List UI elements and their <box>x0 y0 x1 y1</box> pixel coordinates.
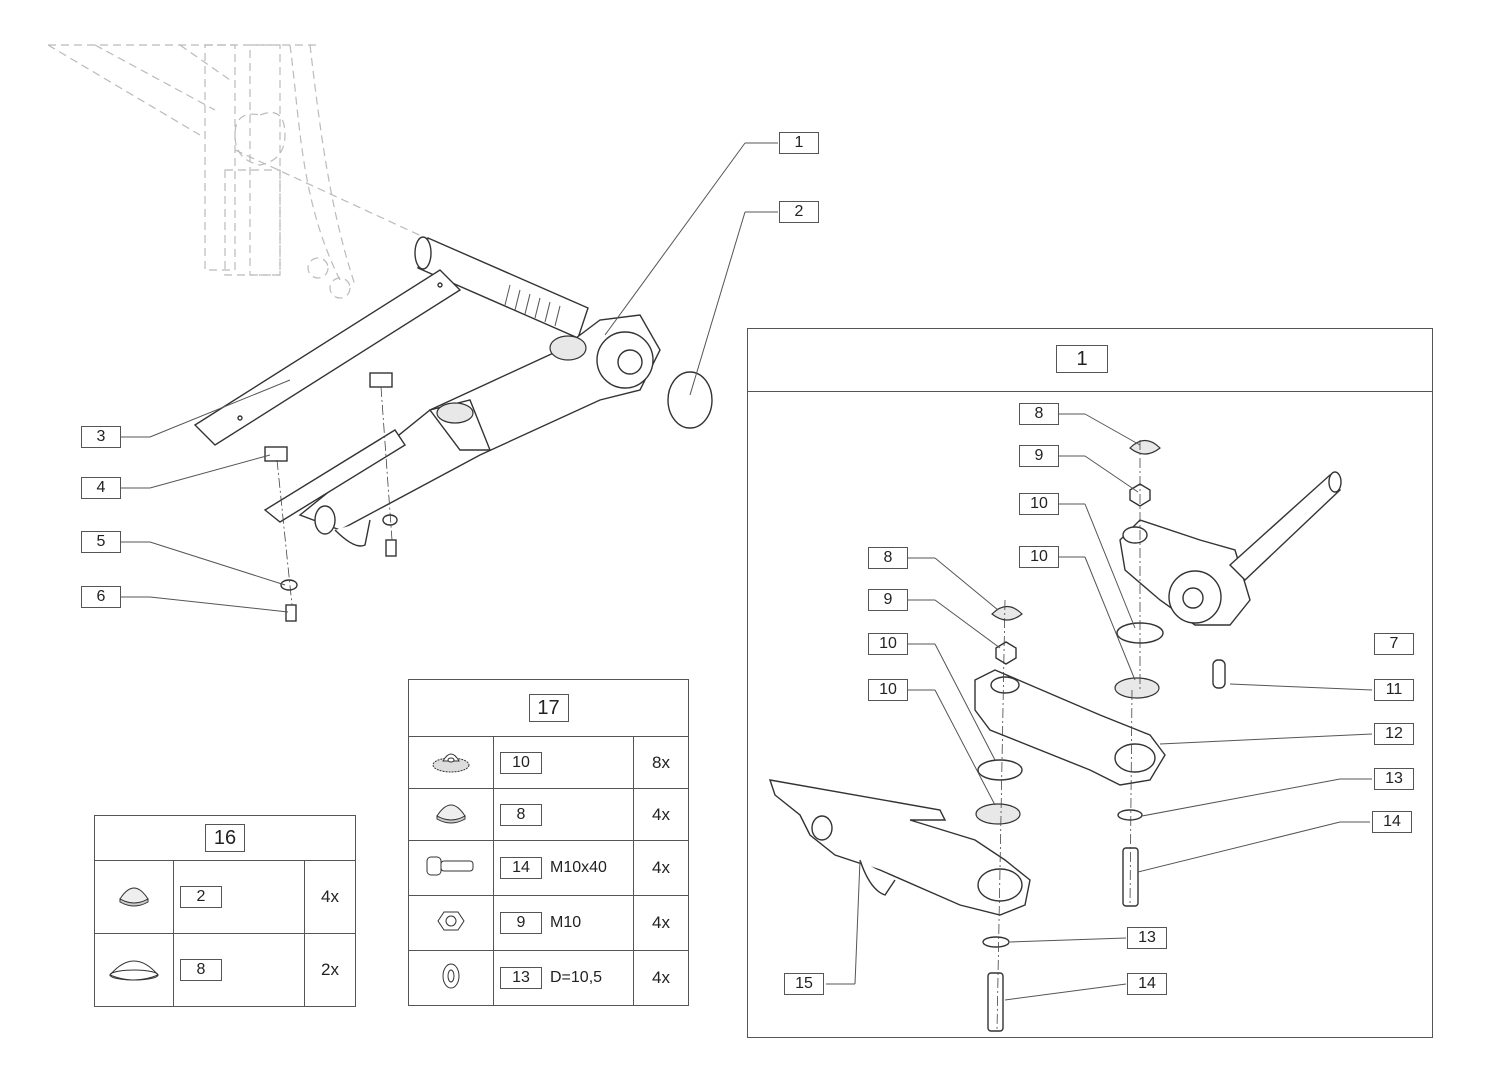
detail-callout-7: 7 <box>1374 633 1414 655</box>
kit-17-ref-cell: 9 M10 <box>493 895 634 951</box>
detail-callout-10b: 10 <box>1019 546 1059 568</box>
part-qty: 4x <box>633 840 689 896</box>
cap-icon <box>94 860 174 934</box>
part-spec: D=10,5 <box>550 969 603 986</box>
detail-title: 1 <box>1056 345 1108 373</box>
kit-16-header: 16 <box>94 815 356 861</box>
main-assembly <box>193 236 713 622</box>
part-qty: 8x <box>633 736 689 789</box>
part-ref: 8 <box>180 959 222 981</box>
part-ref: 10 <box>500 751 542 774</box>
callout-1: 1 <box>779 132 819 154</box>
detail-callout-13b: 13 <box>1127 927 1167 949</box>
dome-cover-icon <box>94 933 174 1007</box>
detail-callout-9b: 9 <box>868 589 908 611</box>
detail-callout-10a: 10 <box>1019 493 1059 515</box>
bolt-icon <box>408 840 494 896</box>
table-row: 10 8x <box>408 736 689 789</box>
detail-callout-9a: 9 <box>1019 445 1059 467</box>
part-ref: 13 <box>500 967 542 989</box>
callout-3: 3 <box>81 426 121 448</box>
main-leaders <box>121 142 778 613</box>
ghost-frame <box>47 44 431 299</box>
detail-callout-13a: 13 <box>1374 768 1414 790</box>
part-ref: 2 <box>180 886 222 908</box>
detail-callout-14a: 14 <box>1372 811 1412 833</box>
kit-17-title: 17 <box>528 694 569 722</box>
kit-17-ref-cell: 14 M10x40 <box>493 840 634 896</box>
table-row: 8 2x <box>94 933 356 1007</box>
callout-2: 2 <box>779 201 819 223</box>
serrated-washer-icon <box>408 736 494 789</box>
washer-icon <box>408 950 494 1006</box>
callout-5: 5 <box>81 531 121 553</box>
table-row: 13 D=10,5 4x <box>408 950 689 1006</box>
detail-callout-8b: 8 <box>868 547 908 569</box>
part-ref: 9 <box>500 912 542 934</box>
part-spec: M10x40 <box>550 859 607 876</box>
table-row: 14 M10x40 4x <box>408 840 689 896</box>
callout-6: 6 <box>81 586 121 608</box>
detail-assembly <box>768 439 1342 1032</box>
kit-17-ref-cell: 10 <box>493 736 634 789</box>
part-qty: 4x <box>633 788 689 841</box>
cap-icon <box>408 788 494 841</box>
part-qty: 4x <box>633 950 689 1006</box>
table-row: 8 4x <box>408 788 689 841</box>
table-row: 9 M10 4x <box>408 895 689 951</box>
kit-16-ref-cell: 2 <box>173 860 305 934</box>
kit-16-title: 16 <box>205 824 245 852</box>
callout-4: 4 <box>81 477 121 499</box>
table-row: 2 4x <box>94 860 356 934</box>
nut-icon <box>408 895 494 951</box>
detail-leaders <box>826 413 1373 1001</box>
detail-callout-12: 12 <box>1374 723 1414 745</box>
kit-16-ref-cell: 8 <box>173 933 305 1007</box>
kit-17-ref-cell: 8 <box>493 788 634 841</box>
parts-kit-17-table: 17 10 8x 8 4x 14 M10x40 4x 9 M10 4x 13 D=10… <box>408 679 689 1006</box>
part-ref: 8 <box>500 803 542 826</box>
part-spec: M10 <box>550 914 582 931</box>
kit-17-header: 17 <box>408 679 689 737</box>
detail-callout-14b: 14 <box>1127 973 1167 995</box>
kit-17-ref-cell: 13 D=10,5 <box>493 950 634 1006</box>
detail-callout-10c: 10 <box>868 633 908 655</box>
detail-callout-15: 15 <box>784 973 824 995</box>
detail-callout-10d: 10 <box>868 679 908 701</box>
parts-kit-16-table: 16 2 4x 8 2x <box>94 815 356 1007</box>
part-qty: 4x <box>304 860 356 934</box>
detail-callout-11: 11 <box>1374 679 1414 701</box>
detail-callout-8a: 8 <box>1019 403 1059 425</box>
detail-frame <box>747 328 1433 1038</box>
part-qty: 4x <box>633 895 689 951</box>
part-qty: 2x <box>304 933 356 1007</box>
rod-grip-rings <box>504 284 561 327</box>
part-ref: 14 <box>500 857 542 879</box>
